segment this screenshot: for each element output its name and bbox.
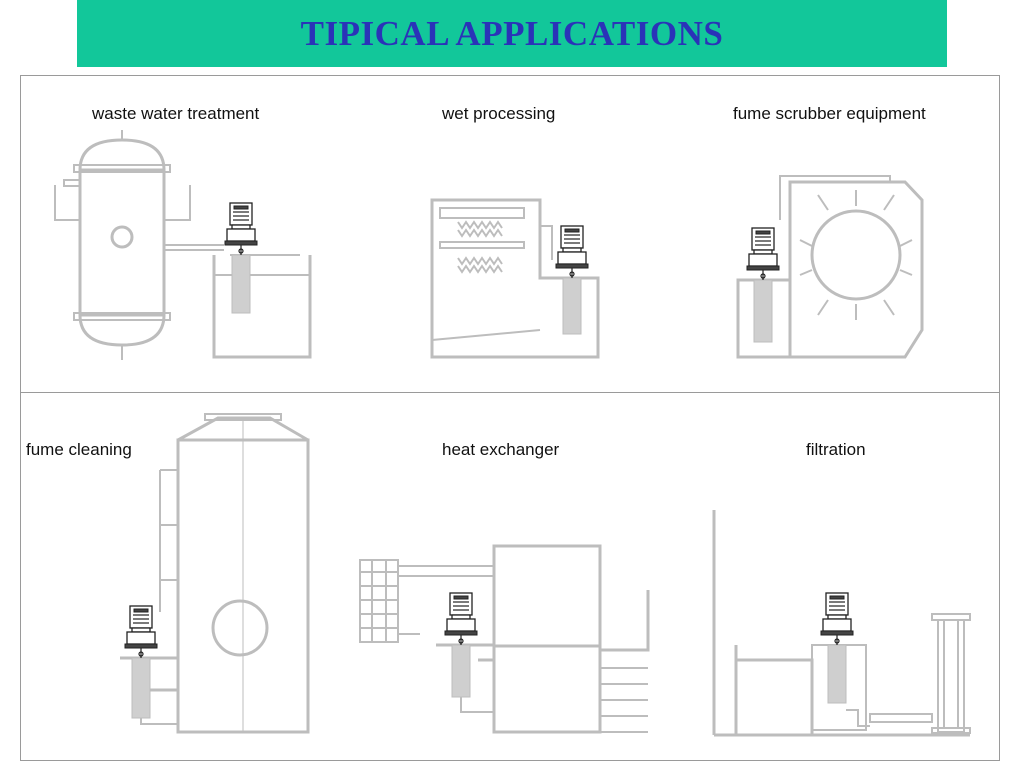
wet-processing-drawing (430, 198, 600, 359)
pump-icon (746, 227, 780, 281)
pump-icon (224, 202, 258, 256)
fume-cleaning-drawing (120, 413, 310, 734)
label-waste-water-treatment: waste water treatment (92, 104, 260, 123)
page-title: TIPICAL APPLICATIONS (300, 13, 724, 53)
diagram-frame (20, 75, 1000, 761)
pump-icon (555, 225, 589, 279)
title-banner: TIPICAL APPLICATIONS (77, 0, 947, 67)
label-filtration: filtration (806, 440, 866, 459)
label-fume-scrubber-equipment: fume scrubber equipment (733, 104, 926, 123)
row-divider (20, 392, 1000, 393)
pump-icon (820, 592, 854, 646)
filtration-drawing (712, 510, 971, 737)
fume-scrubber-drawing (736, 175, 924, 359)
label-heat-exchanger: heat exchanger (442, 440, 560, 459)
heat-exchanger-drawing (359, 544, 650, 734)
label-fume-cleaning: fume cleaning (26, 440, 132, 459)
pump-icon (444, 592, 478, 646)
label-wet-processing: wet processing (442, 104, 556, 123)
waste-water-treatment-drawing (54, 130, 312, 360)
pump-icon (124, 605, 158, 659)
